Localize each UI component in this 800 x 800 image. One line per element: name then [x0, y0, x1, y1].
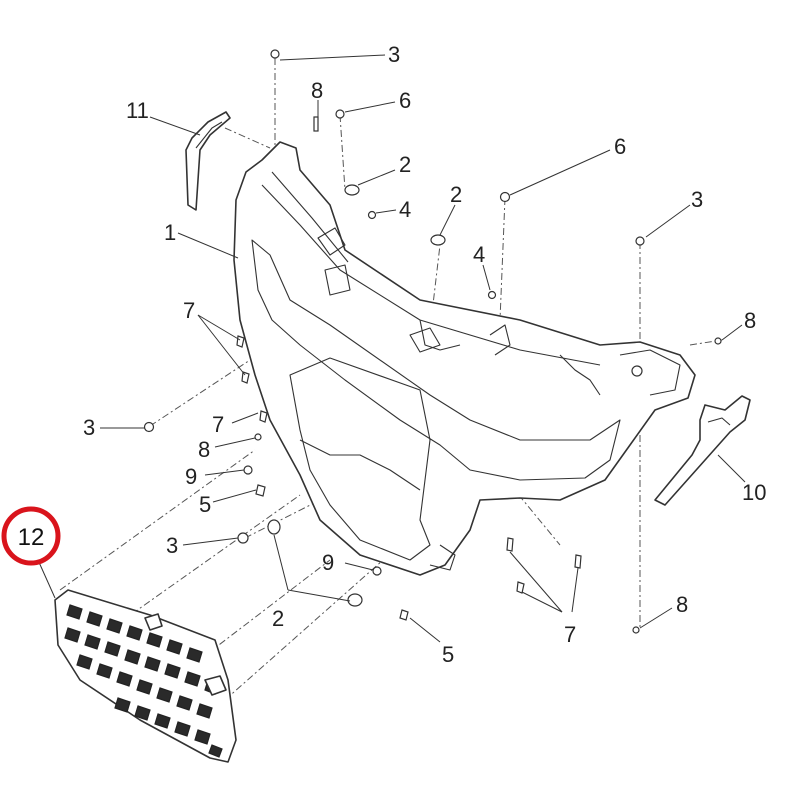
- callout-6-right: 6: [614, 134, 626, 159]
- callout-12: 12: [18, 524, 45, 551]
- fasteners: [143, 49, 722, 634]
- bolt-3-top: [270, 49, 280, 59]
- leader-lines: [37, 54, 746, 643]
- bolt-6-a: [335, 109, 345, 119]
- callout-2-upper: 2: [399, 152, 411, 177]
- callout-10: 10: [742, 480, 766, 505]
- clip-8-left: [254, 433, 262, 441]
- bolt-6-b: [499, 191, 511, 203]
- callout-4-upper: 4: [399, 197, 411, 222]
- callout-8-bottom: 8: [676, 592, 688, 617]
- callout-9-left: 9: [185, 464, 197, 489]
- nut-4-b: [487, 290, 497, 300]
- callout-7-lower: 7: [564, 622, 576, 647]
- callout-8-top: 8: [311, 78, 323, 103]
- bolt-3-lower: [237, 532, 249, 544]
- clip-8-right: [714, 337, 722, 345]
- screw-7-c: [259, 410, 268, 423]
- grommet-2-d: [347, 593, 363, 607]
- callout-3-top: 3: [388, 42, 400, 67]
- washer-9-b: [372, 566, 382, 576]
- callout-2-middle: 2: [450, 182, 462, 207]
- screw-7-a: [236, 335, 245, 348]
- grommet-2-a: [344, 184, 360, 196]
- bolt-3-left: [143, 421, 155, 433]
- pin-5-b: [399, 609, 409, 621]
- callout-8-right: 8: [744, 308, 756, 333]
- right-bracket: [654, 395, 751, 506]
- callout-11: 11: [126, 98, 149, 123]
- callout-4-middle: 4: [473, 242, 485, 267]
- callout-8-left: 8: [198, 437, 210, 462]
- callout-5-lower: 5: [442, 642, 454, 667]
- grommet-2-c: [267, 519, 281, 535]
- washer-9-a: [243, 465, 253, 475]
- callout-9-lower: 9: [322, 550, 334, 575]
- grommet-2-b: [430, 234, 446, 246]
- callout-3-right: 3: [691, 187, 703, 212]
- grille-honeycomb-pattern: [64, 604, 223, 758]
- grille-mesh: [54, 589, 237, 763]
- screw-7-d: [506, 537, 514, 552]
- screw-7-f: [516, 581, 525, 594]
- callout-7-upper: 7: [183, 298, 195, 323]
- callout-6-left: 6: [399, 88, 411, 113]
- callout-5-left: 5: [199, 492, 211, 517]
- callout-1: 1: [164, 220, 176, 245]
- callout-labels: 3 8 6 11 2 4 6 2 3 1 4 7 8 3 7 8 9 10 5 …: [83, 42, 766, 667]
- left-bracket: [185, 111, 231, 211]
- screw-7-b: [241, 371, 250, 384]
- clip-8-top: [313, 116, 319, 132]
- nut-4-a: [367, 210, 377, 220]
- screw-7-e: [574, 554, 582, 569]
- callout-7-middle: 7: [212, 412, 224, 437]
- callout-2-lower: 2: [272, 606, 284, 631]
- callout-3-lower: 3: [166, 533, 178, 558]
- pin-5-a: [255, 484, 266, 497]
- front-fascia-body: [233, 141, 696, 576]
- highlighted-callout-12: 12: [1, 506, 61, 566]
- callout-3-left: 3: [83, 415, 95, 440]
- highlight-ring: [1, 506, 61, 566]
- clip-8-bottom: [632, 626, 640, 634]
- bolt-3-right: [635, 236, 645, 246]
